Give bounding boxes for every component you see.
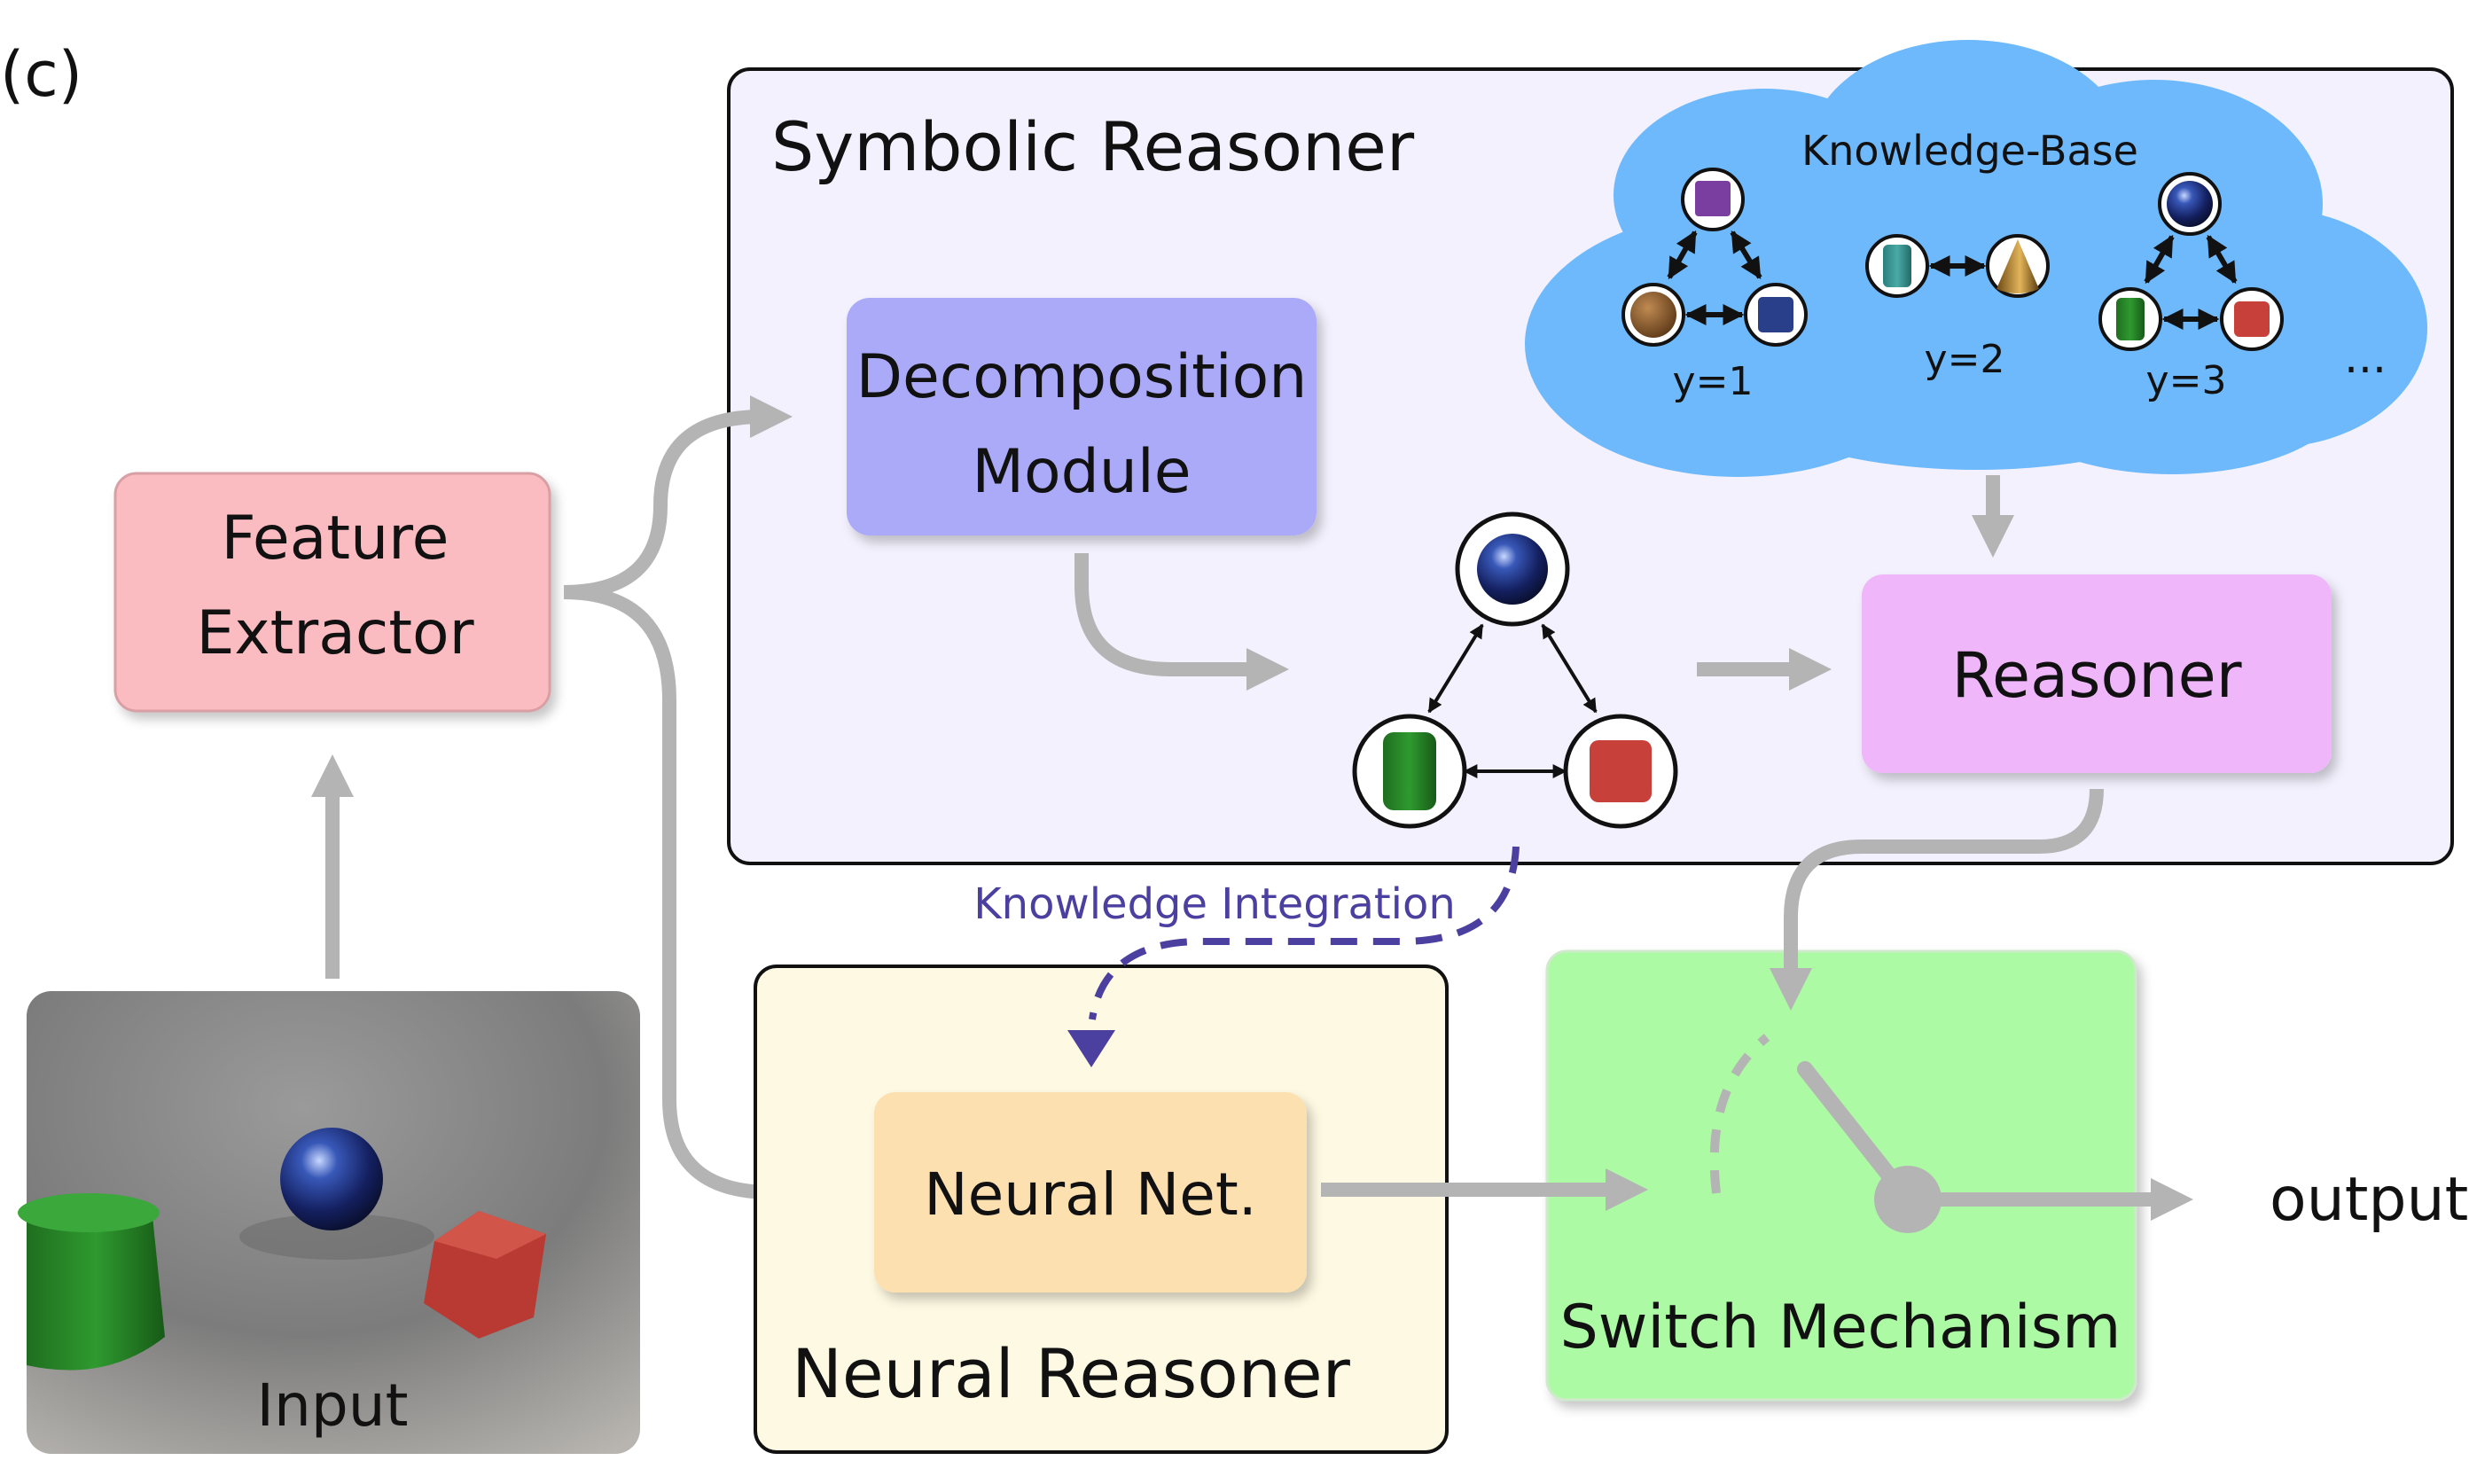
symbolic-reasoner-title: Symbolic Reasoner: [771, 107, 1415, 186]
teal-cylinder-icon: [1883, 245, 1911, 287]
feature-extractor-line2: Extractor: [196, 598, 473, 668]
neural-net-label: Neural Net.: [924, 1160, 1257, 1229]
blue-cube-icon: [1758, 297, 1793, 332]
blue-sphere-icon: [2167, 181, 2213, 227]
input-blue-sphere-icon: [280, 1128, 383, 1230]
neural-net-box: [874, 1092, 1307, 1293]
graph-blue-sphere-icon: [1477, 534, 1548, 605]
input-label: Input: [257, 1371, 409, 1440]
panel-label: (c): [0, 38, 82, 111]
input-image: Input: [18, 991, 640, 1454]
purple-cube-icon: [1695, 181, 1731, 216]
decomposition-module-line2: Module: [972, 437, 1191, 507]
kb-group-y3: y=3: [2098, 172, 2284, 403]
green-cylinder-icon: [2116, 298, 2145, 340]
kb-label-y3: y=3: [2146, 358, 2227, 403]
decomposed-scene-graph: [1352, 512, 1678, 829]
arrow-extractor-to-neural-net: [563, 585, 810, 1214]
kb-label-y1: y=1: [1673, 359, 1754, 404]
graph-green-cylinder-icon: [1383, 732, 1436, 810]
switch-mechanism-box: [1545, 949, 2137, 1402]
neural-reasoner-title: Neural Reasoner: [792, 1334, 1351, 1413]
decomposition-module-box: [847, 298, 1317, 535]
arrow-decomposition-to-graph: [1074, 553, 1289, 691]
red-cube-icon: [2234, 301, 2270, 337]
graph-red-cube-icon: [1590, 740, 1652, 802]
arrow-reasoner-to-switch: [1770, 788, 2104, 1011]
kb-group-y2: y=2: [1865, 234, 2050, 382]
output-label: output: [2270, 1165, 2468, 1235]
reasoner-box: [1862, 574, 2332, 773]
decomposition-module-line1: Decomposition: [856, 342, 1308, 412]
knowledge-integration-arrow: [1089, 846, 1520, 1020]
switch-lever: [1797, 1061, 1910, 1200]
kb-label-y2: y=2: [1925, 337, 2005, 382]
arrow-extractor-to-decomposition: [563, 395, 793, 599]
gold-cone-icon: [1996, 239, 2039, 293]
feature-extractor-box: [113, 472, 551, 713]
feature-extractor-line1: Feature: [222, 504, 449, 574]
brown-sphere-icon: [1630, 292, 1676, 338]
switch-mechanism-label: Switch Mechanism: [1560, 1293, 2121, 1363]
kb-ellipsis: ...: [2344, 332, 2387, 383]
knowledge-integration-arrowhead: [1067, 1030, 1115, 1067]
kb-group-y1: y=1: [1621, 168, 1808, 404]
input-green-cylinder-icon: [27, 1203, 165, 1371]
switch-dashed-arc: [1709, 1034, 1770, 1194]
knowledge-base-title: Knowledge-Base: [1801, 127, 2138, 175]
reasoner-label: Reasoner: [1952, 639, 2242, 712]
knowledge-integration-label: Knowledge Integration: [973, 879, 1456, 929]
